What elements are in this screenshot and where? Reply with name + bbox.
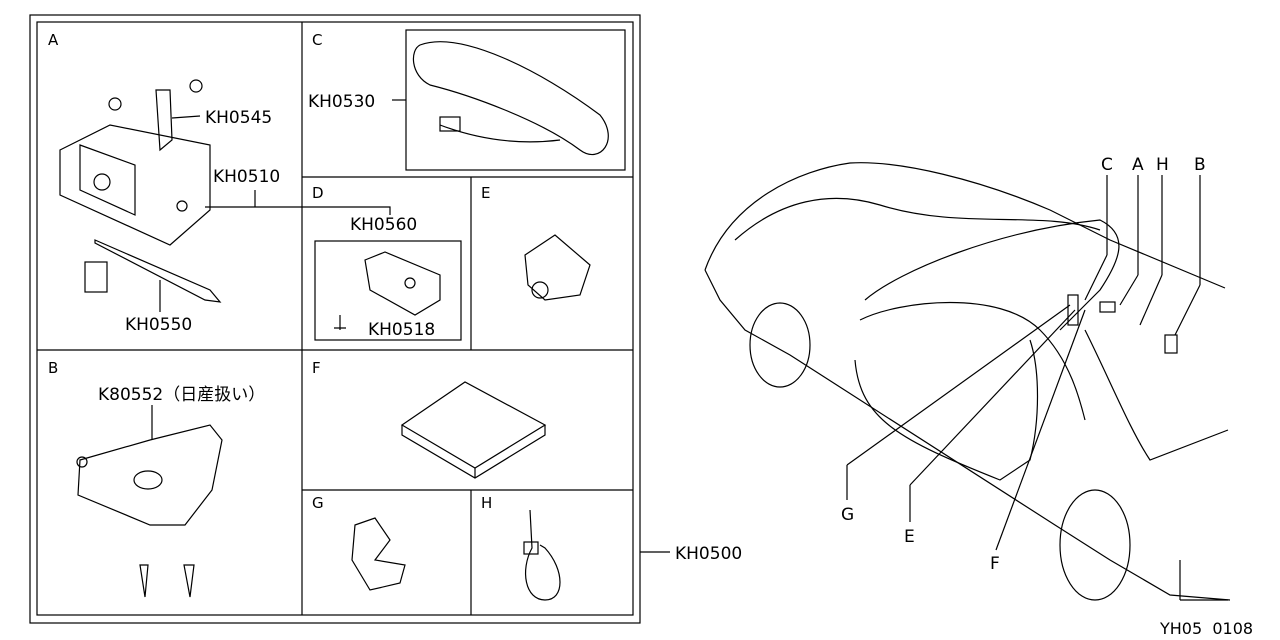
screw-icon [139,564,149,598]
section-letter-f: F [312,359,321,377]
pad-icon [84,261,108,293]
part-label-kh0530: KH0530 [308,92,375,112]
part-label-k80552: K80552（日産扱い） [98,385,265,405]
callout-f: F [990,554,1000,574]
section-letter-e: E [481,184,490,202]
part-label-kh0560: KH0560 [350,215,417,235]
clip-icon [524,234,591,301]
nut-icon [189,79,203,93]
callout-h: H [1156,155,1169,175]
pad-icon [400,381,547,469]
clamp-icon [351,517,406,591]
section-letter-h: H [481,494,492,512]
part-label-kh0500: KH0500 [675,544,742,564]
diagram-code: YH05 0108 [1159,619,1253,638]
rear-wheel [1059,489,1131,601]
actuator-icon [77,424,223,526]
callout-c: C [1101,155,1113,175]
section-letter-d: D [312,184,324,202]
screw-icon [108,97,122,111]
harness-icon [412,41,609,156]
section-letter-b: B [48,359,58,377]
remote-key-icon [364,251,441,316]
section-c: C KH0530 [308,29,626,171]
section-h: H [481,494,561,601]
car-illustration [704,162,1231,601]
part-label-kh0550: KH0550 [125,315,192,335]
car-callouts: C A H B G E F [841,155,1206,574]
callout-g: G [841,505,854,525]
section-a: A KH0545 KH0510 KH0550 [48,31,391,335]
front-wheel [749,302,811,388]
callout-a: A [1132,155,1144,175]
part-label-kh0518: KH0518 [368,320,435,340]
section-d: D KH0560 KH0518 [312,184,462,341]
section-letter-a: A [48,31,59,49]
antenna-strip-icon [94,239,222,303]
cable-tie-icon [524,509,561,601]
section-letter-g: G [312,494,324,512]
section-f: F [312,359,547,479]
callout-b: B [1194,155,1206,175]
part-label-kh0510: KH0510 [213,167,280,187]
section-letter-c: C [312,31,322,49]
section-e: E [481,184,591,301]
screw-icon [334,315,346,330]
callout-e: E [904,527,915,547]
section-g: G [312,494,406,591]
bracket-icon [155,89,173,152]
module-icon [59,124,211,246]
part-label-kh0545: KH0545 [205,108,272,128]
bolt-icon [183,564,195,598]
section-b: B K80552（日産扱い） [48,359,265,598]
parts-grid [29,14,641,624]
